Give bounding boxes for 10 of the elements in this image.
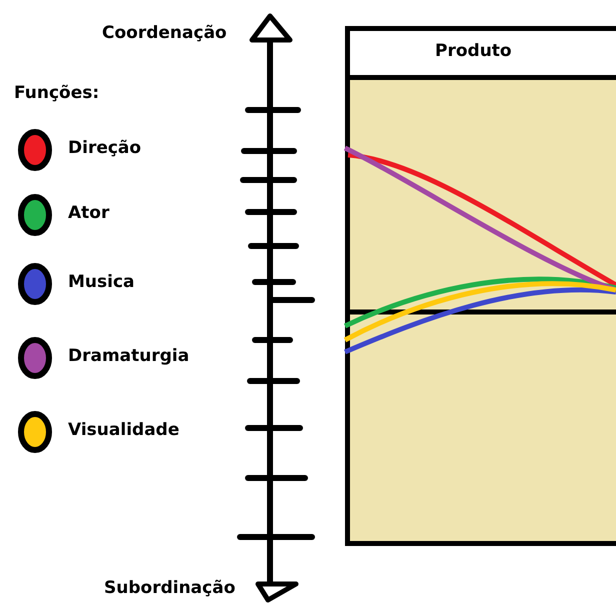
legend-label: Dramaturgia bbox=[68, 346, 190, 366]
legend-label: Musica bbox=[68, 272, 135, 292]
chart-panel bbox=[345, 26, 616, 546]
legend-label: Visualidade bbox=[68, 420, 180, 440]
legend-label: Ator bbox=[68, 203, 110, 223]
axis-label: Coordenação bbox=[102, 23, 227, 43]
legend-heading: Funções: bbox=[14, 83, 100, 103]
legend-label: Direção bbox=[68, 138, 142, 158]
axis-label: Subordinação bbox=[104, 578, 236, 598]
panel-heading: Produto bbox=[435, 41, 512, 61]
